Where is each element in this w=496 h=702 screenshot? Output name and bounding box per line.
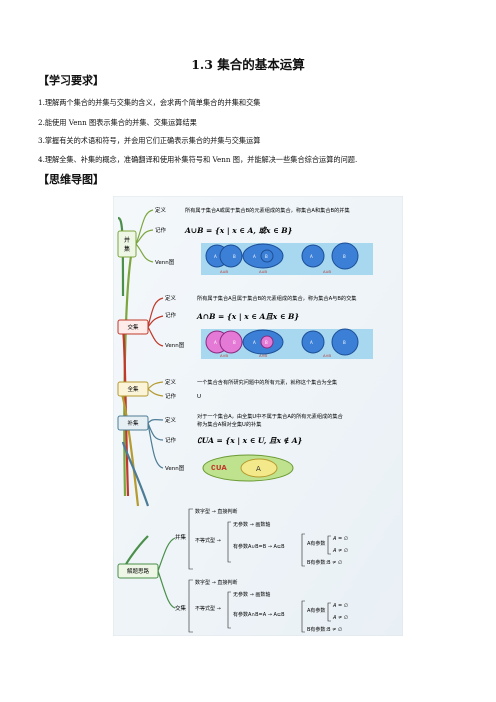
intersection-venn-key: Venn图	[165, 341, 185, 349]
union-def-key: 定义	[155, 206, 167, 214]
methods-no-param: 无参数 → 画数轴	[233, 591, 270, 598]
complement-venn-diagram	[202, 454, 294, 482]
methods-union-key: 并集	[175, 533, 187, 541]
page-title: 1.3 集合的基本运算	[191, 57, 305, 72]
universe-def-key: 定义	[165, 378, 177, 386]
svg-text:B: B	[233, 340, 236, 345]
intersection-venn-caption: A∩B	[259, 353, 267, 358]
methods-intersection-block: 交集 数字型 → 直接判断 不等式型 → 无参数 → 画数轴 有参数A∩B=A …	[175, 579, 348, 633]
methods-inequality: 不等式型 →	[195, 605, 221, 612]
complement-def-key: 定义	[165, 416, 177, 424]
methods-a-nonempty: A ≠ ∅	[332, 615, 348, 621]
methods-a-param: A有参数	[307, 540, 325, 547]
svg-text:B: B	[233, 254, 236, 259]
methods-param-union: 有参数A∪B=B → A⊆B	[233, 543, 285, 550]
methods-param-inter: 有参数A∩B=A → A⊆B	[233, 611, 285, 618]
complement-definition-line1: 对于一个集合A，由全集U中不属于集合A的所有元素组成的集合	[197, 412, 344, 420]
svg-text:A: A	[310, 340, 313, 345]
intersection-def-key: 定义	[165, 294, 177, 302]
union-venn-caption: A∪B	[259, 269, 267, 274]
methods-union-block: 并集 数字型 → 直接判断 不等式型 → 无参数 → 画数轴 有参数A∪B=B …	[175, 508, 348, 570]
svg-text:A: A	[214, 340, 217, 345]
union-venn-key: Venn图	[155, 258, 175, 266]
mind-map: 集合的基本运算 并集 定义 所有属于集合A或属于集合B的元素组成的集合，称集合A…	[113, 196, 403, 636]
intersection-venn-caption: A∩B	[220, 353, 228, 358]
complement-note-key: 记作	[165, 436, 177, 444]
methods-numeric: 数字型 → 直接判断	[195, 579, 237, 586]
union-node	[117, 230, 137, 258]
mindmap-heading: 【思维导图】	[38, 173, 104, 186]
svg-text:A: A	[310, 254, 313, 259]
methods-b-param: B有参数:B ≠ ∅	[307, 559, 342, 566]
methods-numeric: 数字型 → 直接判断	[195, 508, 237, 515]
svg-text:A: A	[253, 340, 256, 345]
svg-text:B: B	[343, 254, 346, 259]
requirement-item: 1.理解两个集合的并集与交集的含义，会求两个简单集合的并集和交集	[38, 98, 261, 107]
complement-notation: ∁UA = {x | x ∈ U, 且x ∉ A}	[197, 436, 303, 445]
intersection-note-key: 记作	[165, 311, 177, 319]
methods-a-param: A有参数	[307, 607, 325, 614]
union-note-key: 记作	[155, 226, 167, 234]
intersection-node-label: 交集	[127, 323, 139, 331]
methods-a-nonempty: A ≠ ∅	[332, 548, 348, 554]
union-notation: A∪B = {x | x ∈ A, 或x ∈ B}	[184, 226, 293, 235]
requirement-item: 2.能使用 Venn 图表示集合的并集、交集运算结果	[38, 118, 197, 127]
complement-venn-inner: A	[256, 465, 261, 473]
requirements-heading: 【学习要求】	[38, 74, 104, 87]
universe-note-key: 记作	[165, 392, 177, 400]
methods-a-empty: A = ∅	[332, 603, 348, 609]
requirement-item: 3.掌握有关的术语和符号，并会用它们正确表示集合的并集与交集运算	[38, 136, 261, 145]
universe-node-label: 全集	[127, 385, 139, 393]
svg-text:B: B	[265, 340, 268, 345]
requirement-item: 4.理解全集、补集的概念，准确翻译和使用补集符号和 Venn 图，并能解决一些集…	[38, 155, 358, 164]
union-node-label: 并集	[124, 236, 130, 253]
methods-node-label: 解题思路	[127, 567, 150, 575]
methods-inequality: 不等式型 →	[195, 537, 221, 544]
svg-text:B: B	[343, 340, 346, 345]
methods-b-param: B有参数:B ≠ ∅	[307, 626, 342, 633]
complement-venn-key: Venn图	[165, 464, 185, 472]
union-venn-caption: A∪B	[323, 269, 331, 274]
complement-venn-outer: ∁UA	[211, 464, 227, 472]
methods-inter-key: 交集	[175, 604, 187, 612]
complement-definition-line2: 称为集合A相对全集U的补集	[197, 420, 262, 428]
intersection-definition: 所有属于集合A且属于集合B的元素组成的集合，称为集合A与B的交集	[197, 294, 357, 302]
universe-notation: U	[197, 394, 201, 400]
union-definition: 所有属于集合A或属于集合B的元素组成的集合，称集合A和集合B的并集	[185, 206, 350, 214]
complement-node-label: 补集	[127, 419, 139, 427]
svg-text:B: B	[265, 254, 268, 259]
methods-no-param: 无参数 → 画数轴	[233, 521, 270, 528]
intersection-notation: A∩B = {x | x ∈ A且x ∈ B}	[196, 312, 299, 321]
methods-a-empty: A = ∅	[332, 536, 348, 542]
intersection-venn-caption: A∩B	[323, 353, 331, 358]
union-venn-caption: A∪B	[220, 269, 228, 274]
universe-definition: 一个集合含有所研究问题中的所有元素，就称这个集合为全集	[197, 378, 338, 386]
svg-text:A: A	[214, 254, 217, 259]
svg-text:A: A	[253, 254, 256, 259]
